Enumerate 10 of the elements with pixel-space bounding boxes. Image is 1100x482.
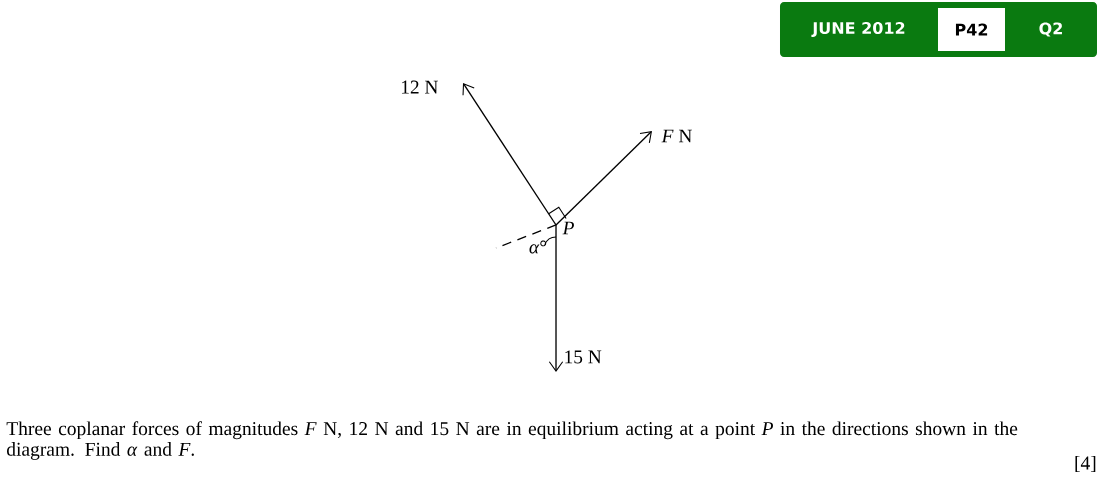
session-label: JUNE 2012 [811,21,905,38]
force-label: 15 N [565,350,602,364]
paper-code: P42 [938,8,1005,51]
question-text: Three coplanar forces of magnitudes F N, 12 N and 15 N are in equilibrium acting at a point P in the directions shown in the diagram. Find α and F. [6,421,1018,460]
force-label: F N [661,129,692,143]
question-number: Q2 [1039,22,1062,37]
angle-label: α° [529,240,547,254]
point-label: P [562,221,574,235]
marks-label: [4] [1075,455,1096,473]
force-label: 12 N [401,80,438,94]
